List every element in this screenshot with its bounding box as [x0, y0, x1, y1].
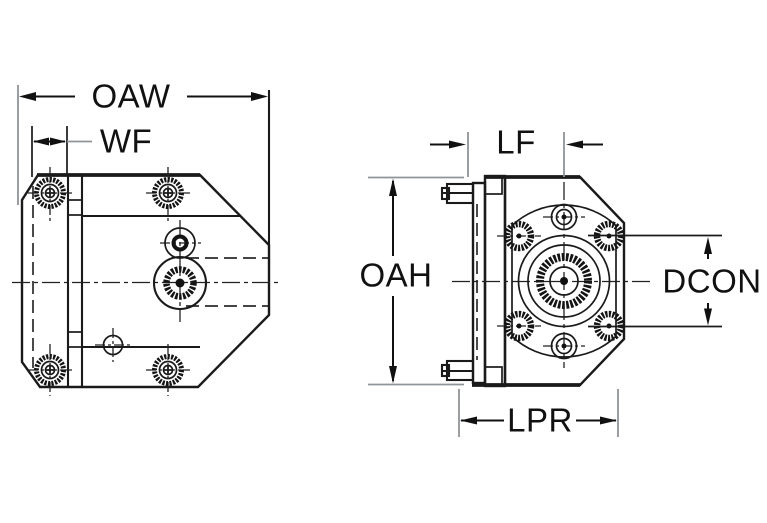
clamp-tab-bottom: [440, 359, 475, 382]
front-view-outline: [20, 173, 271, 389]
bolt-hole: [34, 177, 66, 209]
bolt-hole: [503, 310, 535, 342]
dim-label-lf: LF: [496, 123, 536, 161]
bolt-hole: [550, 332, 578, 360]
dim-label-dcon: DCON: [662, 262, 762, 300]
side-view: [440, 174, 654, 388]
dim-label-wf: WF: [99, 122, 153, 160]
bolt-hole: [550, 203, 578, 231]
dimension-lpr: [458, 389, 619, 437]
center-bore: [152, 255, 208, 311]
clamp-tab-top: [440, 182, 475, 205]
front-flange-edges: [66, 175, 84, 387]
dimension-lf: [430, 132, 603, 177]
coupling-face: [511, 204, 617, 358]
dimension-dcon: [588, 234, 722, 328]
spindle-center: [560, 277, 568, 285]
front-bolt-holes: [34, 177, 184, 386]
dim-label-lpr: LPR: [507, 401, 573, 439]
bolt-hole: [34, 354, 66, 386]
dimension-oah: [368, 176, 464, 386]
dimension-wf: [31, 126, 92, 177]
dimension-oaw: [17, 85, 271, 246]
reference-mark: [95, 328, 131, 362]
dim-label-oah: OAH: [359, 256, 433, 294]
hidden-lines: [32, 186, 268, 368]
front-view: [12, 167, 279, 396]
bolt-hole: [152, 177, 184, 209]
dim-label-oaw: OAW: [91, 77, 171, 115]
bolt-hole: [152, 354, 184, 386]
bolt-hole: [503, 220, 535, 252]
